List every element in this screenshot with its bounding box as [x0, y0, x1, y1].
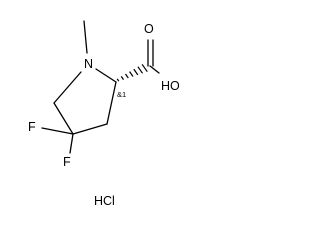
bond-cf2-f-lower: [69, 133, 74, 154]
bond-cf2-f-upper: [41, 127, 74, 135]
bond-cf2-cbeta: [72, 123, 108, 135]
atom-hydroxyl: HO: [161, 79, 180, 93]
stereo-label: &1: [117, 90, 126, 99]
atom-oxygen-carbonyl: O: [144, 22, 154, 36]
bonds: [41, 20, 160, 154]
chemical-structure: N F F O HO &1 HCl: [28, 20, 180, 208]
atom-nitrogen: N: [84, 57, 93, 71]
bond-carboxyl-oh: [149, 65, 160, 74]
bond-cbeta-calpha: [106, 81, 117, 125]
bond-n-calpha: [95, 68, 117, 83]
bond-methyl-n: [83, 20, 88, 54]
atom-fluorine-upper: F: [28, 120, 36, 134]
salt-label: HCl: [94, 194, 115, 208]
atom-fluorine-lower: F: [63, 155, 71, 169]
bond-ch2-cf2: [53, 102, 74, 135]
hashed-wedge-bond: [116, 63, 148, 82]
bond-n-ch2: [53, 71, 82, 104]
